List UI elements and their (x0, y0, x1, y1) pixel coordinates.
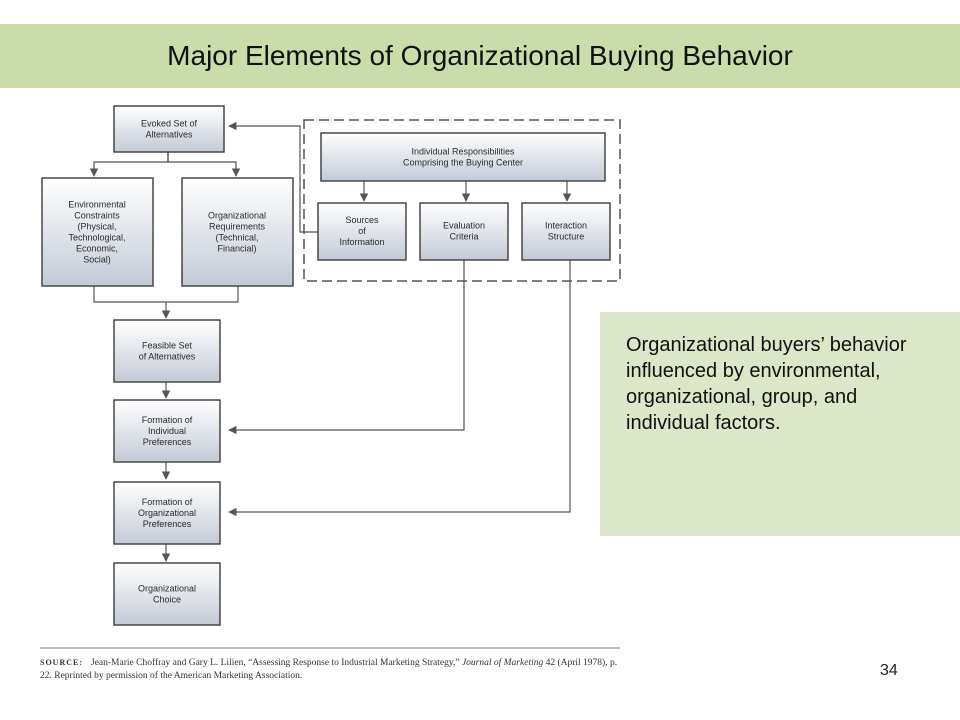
box-label-line: Interaction (545, 221, 587, 231)
connector-constraints-join (93, 286, 239, 303)
box-label-line: Comprising the Buying Center (403, 158, 523, 168)
connector-sources-to-evoked (228, 121, 318, 233)
connectors (89, 121, 572, 562)
source-rest: 42 (April 1978), p. 22. Reprinted by per… (40, 658, 618, 681)
box-label-line: Information (339, 237, 384, 247)
box-label-line: Choice (153, 595, 181, 605)
box-label-line: Constraints (74, 211, 120, 221)
page-number: 34 (880, 662, 898, 679)
source-authors: Jean-Marie Choffray and Gary L. Lilien, … (91, 658, 460, 668)
box-label-line: Organizational (138, 584, 196, 594)
box-label-line: of Alternatives (139, 352, 196, 362)
box-label-line: Evoked Set of (141, 119, 198, 129)
box-label-line: Formation of (142, 497, 193, 507)
box-label-line: Alternatives (145, 130, 193, 140)
box-label-line: Social) (83, 255, 111, 265)
box-label-line: Financial) (217, 244, 256, 254)
connector-evaluation-to-individual (228, 260, 465, 435)
box-label-line: Individual (148, 426, 186, 436)
source-journal: Journal of Marketing (461, 658, 544, 668)
box-label-line: Environmental (68, 200, 126, 210)
box-label-line: Feasible Set (142, 341, 193, 351)
box-label-line: Sources (345, 215, 379, 225)
box-label-line: Preferences (143, 437, 192, 447)
connector-evoked-to-org (167, 152, 241, 177)
slide-title: Major Elements of Organizational Buying … (167, 40, 793, 71)
box-label-line: Organizational (208, 211, 266, 221)
title-band: Major Elements of Organizational Buying … (0, 24, 960, 88)
box-label-line: Technological, (68, 233, 125, 243)
connector-evoked-to-env (89, 152, 169, 177)
box-label-line: Preferences (143, 519, 192, 529)
box-label-line: (Technical, (215, 233, 258, 243)
box-label-line: Requirements (209, 222, 266, 232)
box-label-line: of (358, 226, 366, 236)
source-citation: SOURCE: Jean-Marie Choffray and Gary L. L… (40, 656, 620, 683)
box-label-line: Structure (548, 232, 585, 242)
side-panel-text: Organizational buyers’ behavior influenc… (626, 334, 907, 434)
box-label-line: Organizational (138, 508, 196, 518)
side-panel: Organizational buyers’ behavior influenc… (600, 312, 960, 536)
box-label-line: Individual Responsibilities (411, 147, 515, 157)
connector-interaction-to-org (228, 260, 571, 517)
box-label-line: Economic, (76, 244, 118, 254)
box-label-line: (Physical, (77, 222, 116, 232)
box-label-line: Evaluation (443, 221, 485, 231)
source-tag: SOURCE: (40, 658, 84, 667)
buying-center-frame (303, 119, 621, 282)
box-label-line: Formation of (142, 415, 193, 425)
box-label-line: Criteria (449, 232, 478, 242)
